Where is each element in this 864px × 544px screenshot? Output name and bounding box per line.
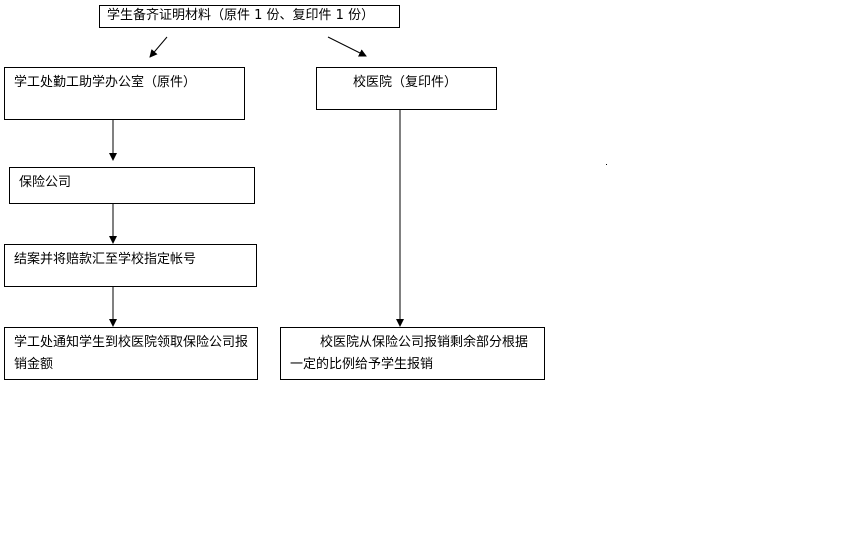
node-notify-student: 学工处通知学生到校医院领取保险公司报销金额: [4, 327, 258, 380]
node-campus-hospital: 校医院（复印件）: [316, 67, 497, 110]
node-notify-student-label: 学工处通知学生到校医院领取保险公司报销金额: [14, 335, 249, 372]
node-campus-hospital-label: 校医院（复印件）: [353, 75, 458, 90]
node-settlement-transfer: 结案并将赔款汇至学校指定帐号: [4, 244, 257, 287]
arrow-top-to-right: [327, 36, 367, 57]
node-top-materials: 学生备齐证明材料（原件 1 份、复印件 1 份）: [99, 5, 400, 28]
node-student-affairs-office: 学工处勤工助学办公室（原件）: [4, 67, 245, 120]
node-settlement-transfer-label: 结案并将赔款汇至学校指定帐号: [14, 252, 197, 267]
node-hospital-reimbursement-label: 校医院从保险公司报销剩余部分根据一定的比例给予学生报销: [290, 335, 529, 372]
node-student-affairs-office-label: 学工处勤工助学办公室（原件）: [14, 75, 197, 90]
node-hospital-reimbursement: 校医院从保险公司报销剩余部分根据一定的比例给予学生报销: [280, 327, 545, 380]
node-insurance-company: 保险公司: [9, 167, 255, 204]
node-top-materials-label: 学生备齐证明材料（原件 1 份、复印件 1 份）: [107, 8, 375, 23]
node-insurance-company-label: 保险公司: [19, 175, 72, 190]
arrow-top-to-left: [149, 36, 168, 58]
stray-dot: [606, 164, 607, 165]
